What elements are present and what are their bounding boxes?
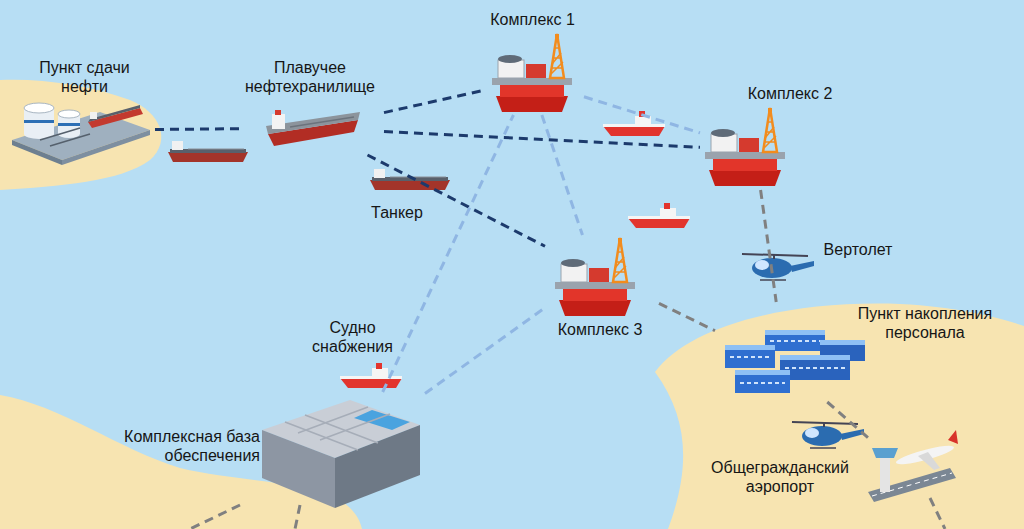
vessel-label: Танкер bbox=[362, 203, 432, 222]
supply-route-stub bbox=[190, 498, 945, 529]
oil-terminal bbox=[58, 110, 80, 118]
facility-label: Пункт сдачи нефти bbox=[27, 58, 142, 96]
personnel-camp bbox=[765, 330, 825, 335]
facility-label: Пункт накопления персонала bbox=[835, 304, 1015, 342]
route-line bbox=[542, 115, 583, 235]
facility-node: Общегражданский аэропорт bbox=[695, 438, 955, 513]
airport bbox=[948, 430, 958, 444]
facility-node: Комплекс 1 bbox=[485, 10, 584, 115]
tanker-icon bbox=[370, 169, 450, 190]
vessel-label: Судно снабжения bbox=[305, 318, 400, 356]
route-line bbox=[425, 308, 545, 394]
platform-icon bbox=[492, 34, 572, 112]
supply-base bbox=[335, 425, 420, 508]
facility-node: Пункт накопления персонала bbox=[715, 302, 1019, 402]
personnel-camp bbox=[730, 341, 845, 383]
facility-node: Комплексная база обеспечения bbox=[100, 392, 425, 512]
oil-terminal bbox=[12, 103, 150, 165]
airport bbox=[918, 452, 940, 470]
supply-ship-icon bbox=[340, 363, 402, 388]
oil-terminal bbox=[24, 103, 54, 113]
facility-node: Пункт сдачи нефти bbox=[5, 55, 155, 165]
facility-label: Комплекс 2 bbox=[730, 84, 850, 103]
route-line bbox=[384, 90, 485, 113]
route-line bbox=[368, 155, 546, 246]
storage-ship bbox=[290, 117, 354, 127]
route-line bbox=[827, 402, 868, 438]
supply-base bbox=[354, 410, 410, 430]
airport bbox=[868, 430, 958, 502]
facility-label: Комплекс 1 bbox=[485, 10, 580, 29]
oil-terminal bbox=[40, 128, 90, 146]
route-line bbox=[155, 127, 240, 131]
personnel-camp bbox=[725, 350, 775, 368]
route-line bbox=[761, 190, 777, 302]
oil-terminal bbox=[88, 105, 140, 122]
supply-route-stub bbox=[190, 505, 240, 529]
facility-label: Комплексная база обеспечения bbox=[100, 427, 260, 465]
supply-base bbox=[285, 407, 390, 450]
route-line bbox=[384, 131, 700, 147]
icebreaker-icon bbox=[603, 111, 665, 136]
helicopter-icon bbox=[742, 254, 814, 280]
oil-terminal bbox=[58, 123, 80, 126]
land bbox=[0, 80, 161, 190]
personnel-camp bbox=[735, 370, 790, 375]
route-line bbox=[659, 303, 715, 330]
icebreaker-icon bbox=[628, 203, 690, 228]
personnel-camp bbox=[725, 345, 775, 350]
personnel-camp bbox=[780, 355, 850, 360]
supply-route-stub bbox=[295, 505, 300, 529]
storage-ship bbox=[266, 112, 360, 134]
supply-base bbox=[262, 400, 420, 508]
route-line bbox=[584, 97, 700, 133]
oil-terminal bbox=[12, 140, 62, 165]
storage-ship bbox=[272, 114, 285, 129]
land bbox=[655, 304, 1024, 529]
facility-label: Комплекс 3 bbox=[545, 320, 655, 339]
airport bbox=[880, 456, 890, 492]
facility-node: Комплекс 2 bbox=[700, 82, 854, 190]
facility-label: Плавучее нефтехранилище bbox=[240, 58, 380, 96]
personnel-camp bbox=[780, 360, 850, 380]
oil-terminal bbox=[90, 112, 97, 119]
airport bbox=[872, 448, 898, 458]
oil-terminal bbox=[24, 120, 54, 123]
oil-terminal bbox=[88, 108, 143, 128]
facility-label: Общегражданский аэропорт bbox=[695, 458, 865, 496]
supply-base bbox=[262, 430, 335, 508]
route-line bbox=[383, 115, 514, 392]
facility-node: Комплекс 3 bbox=[545, 235, 659, 345]
storage-ship bbox=[275, 110, 281, 115]
tanker-icon bbox=[168, 141, 248, 162]
platform-icon bbox=[555, 238, 635, 316]
platform-icon bbox=[705, 108, 785, 186]
supply-route-stub bbox=[930, 498, 945, 529]
personnel-camp bbox=[820, 340, 865, 345]
vessel-label: Вертолет bbox=[818, 240, 898, 259]
personnel-camp bbox=[725, 330, 865, 393]
facility-node: Плавучее нефтехранилище bbox=[240, 55, 384, 155]
storage-ship bbox=[266, 110, 360, 146]
